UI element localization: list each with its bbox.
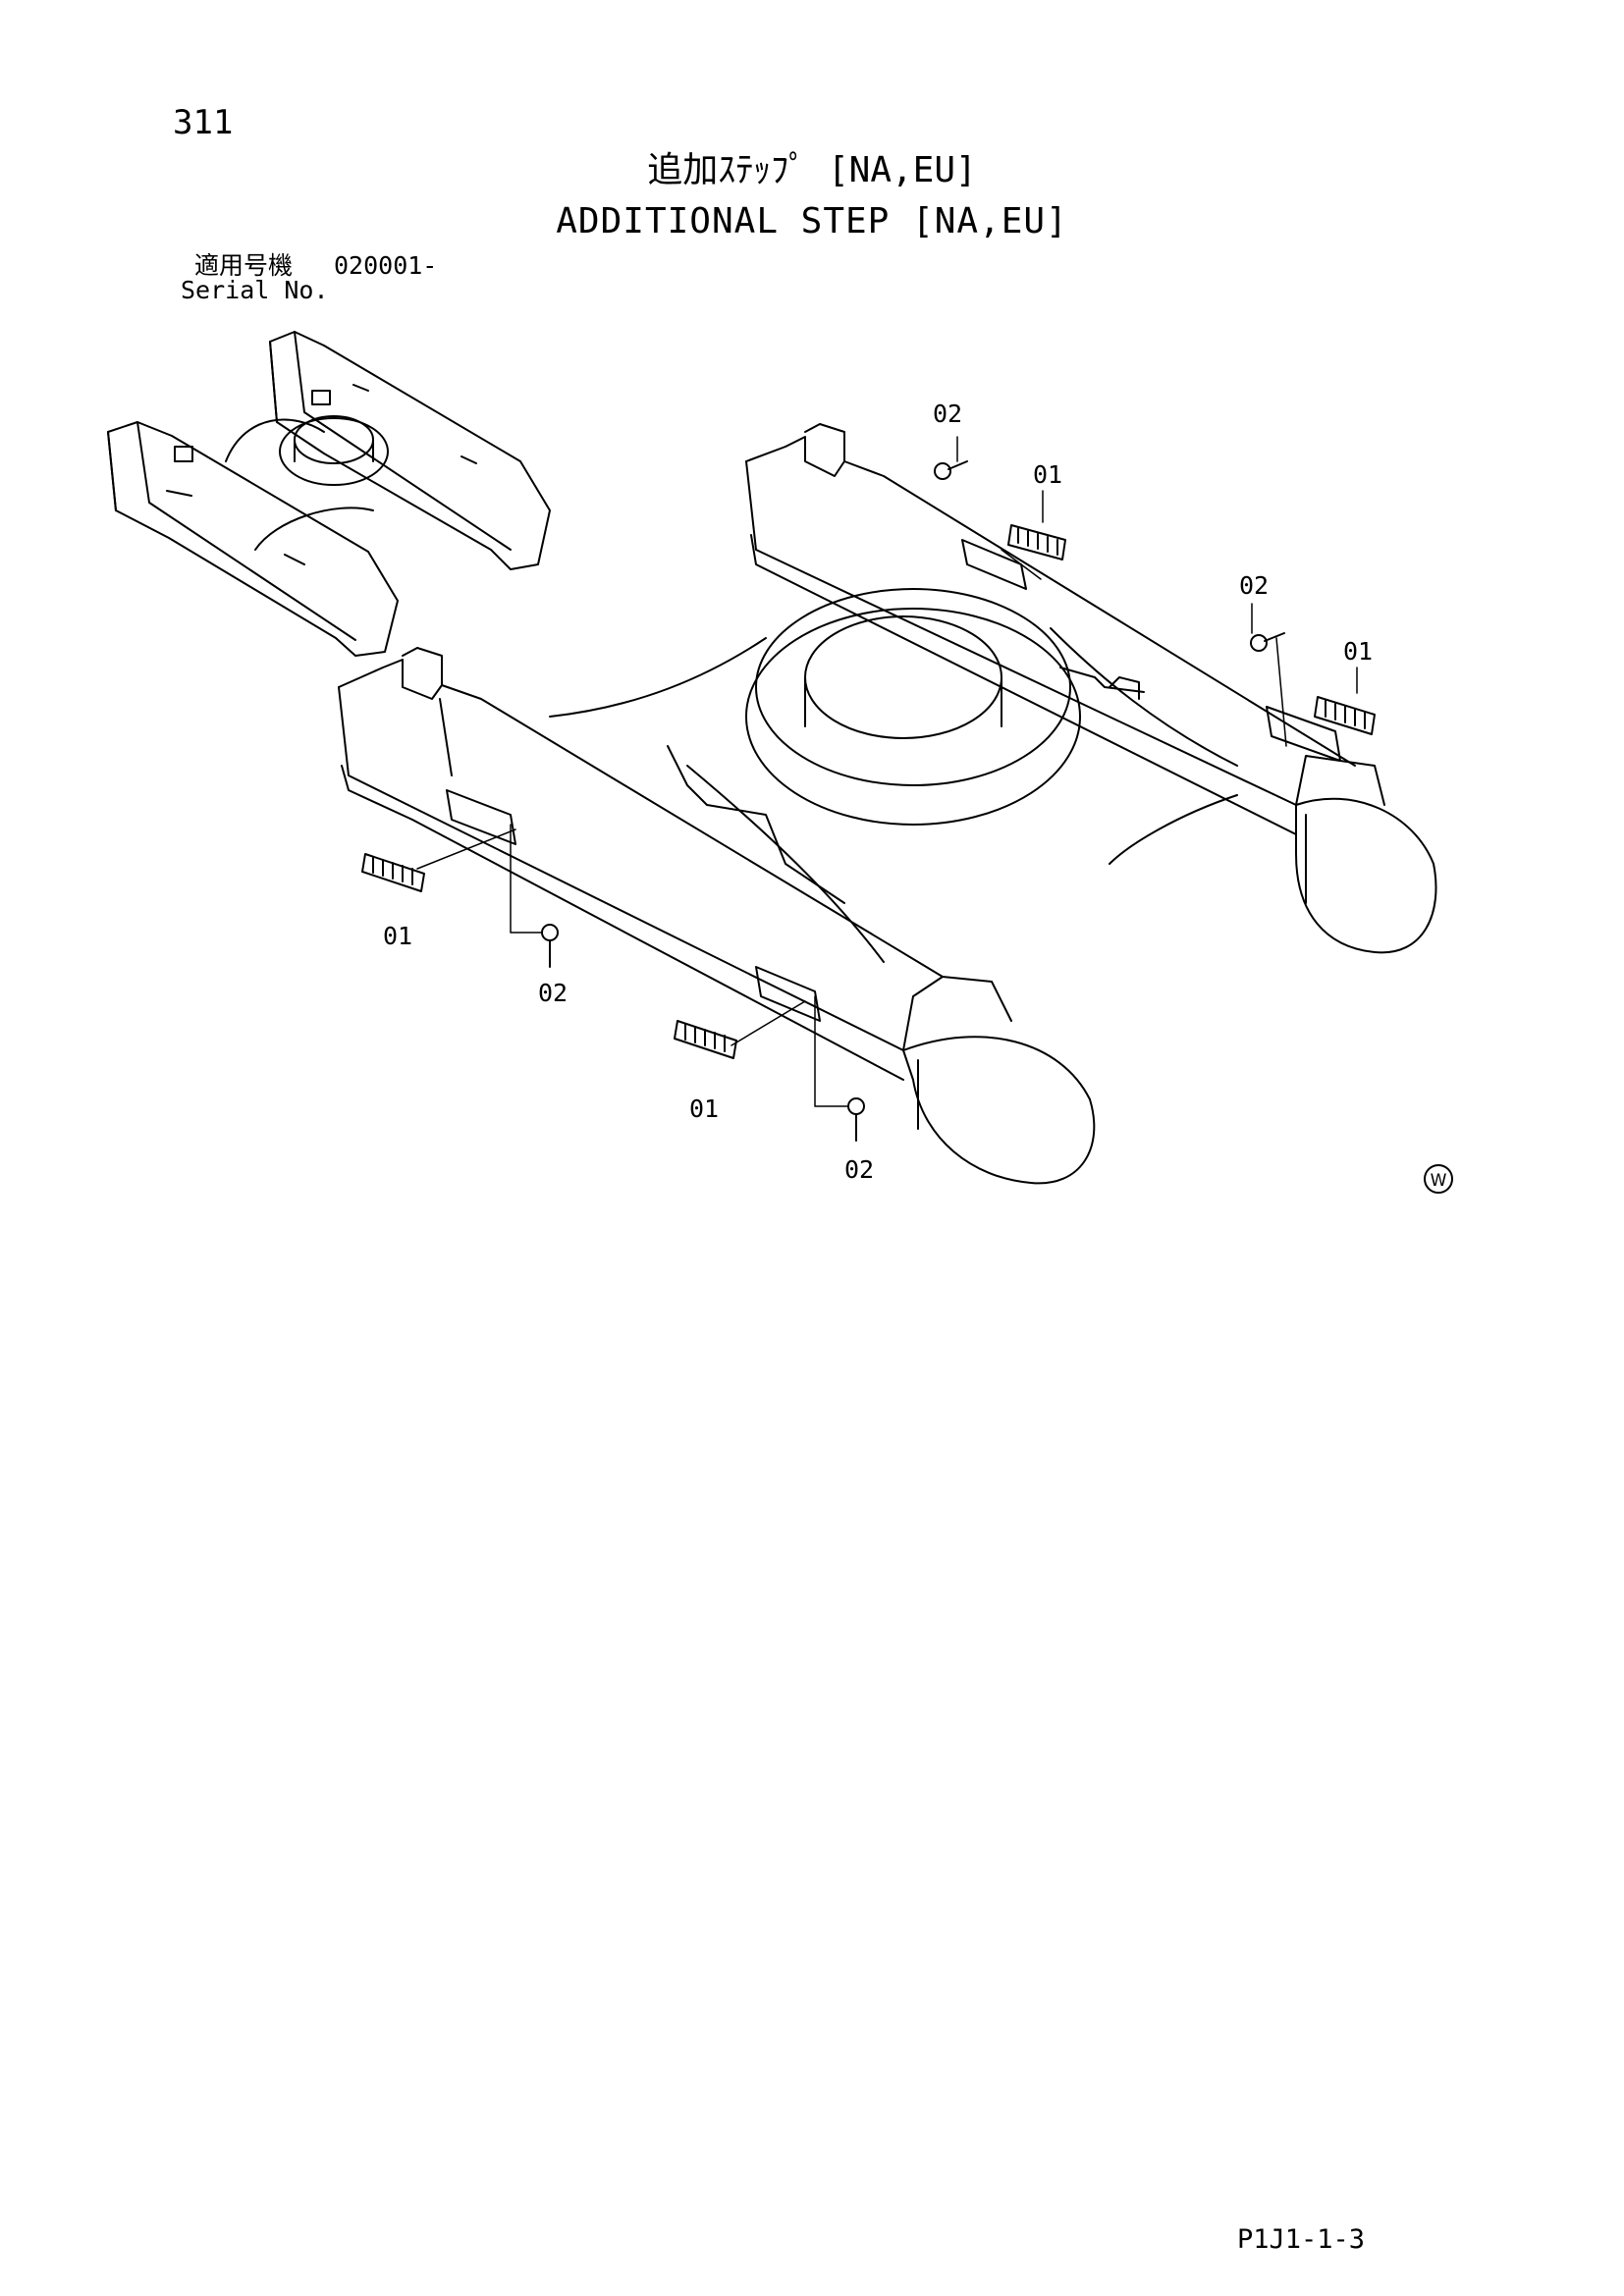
serial-label-japanese: 適用号機: [194, 251, 294, 280]
callout-label: 01: [1343, 637, 1373, 666]
serial-label-english: Serial No.: [181, 276, 329, 304]
leader-lines: [416, 436, 1358, 1107]
callout-label: 01: [1033, 460, 1062, 489]
callout-label: 02: [538, 979, 568, 1007]
callout-label: 01: [689, 1095, 719, 1123]
document-code: P1J1-1-3: [1237, 2224, 1366, 2255]
callout-label: 01: [383, 922, 412, 950]
callout-label: 02: [844, 1155, 874, 1184]
step-part-01: [361, 524, 1376, 1059]
serial-number-value: 020001-: [334, 251, 438, 280]
title-japanese: 追加ｽﾃｯﾌﾟ [NA,EU]: [647, 150, 977, 190]
bolt-part-02: [541, 460, 1285, 1142]
main-track-frame: [338, 423, 1437, 1185]
title-english: ADDITIONAL STEP [NA,EU]: [556, 201, 1068, 241]
overview-undercarriage: [107, 331, 551, 657]
callout-label: 02: [1239, 571, 1269, 600]
callout-labels: 02 01 02 01 01 02 01 02: [383, 400, 1373, 1184]
w-circle-mark: W: [1424, 1164, 1453, 1194]
page-number: 311: [173, 103, 234, 142]
callout-label: 02: [933, 400, 962, 428]
